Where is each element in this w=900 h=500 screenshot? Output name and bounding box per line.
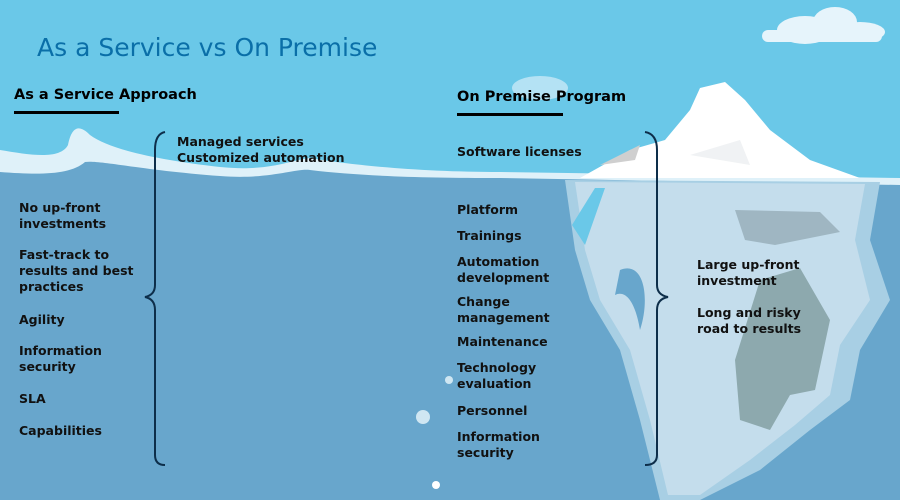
on-premise-heading: On Premise Program xyxy=(457,89,627,105)
drawback-item: Long and risky road to results xyxy=(697,305,802,336)
heading-underline xyxy=(14,111,119,114)
heading-underline xyxy=(457,113,563,116)
page-title: As a Service vs On Premise xyxy=(37,33,378,62)
service-item: Customized automation xyxy=(177,150,345,165)
cost-item: Information security xyxy=(457,429,540,460)
left-brace xyxy=(144,131,166,466)
cloud-icon xyxy=(512,7,885,100)
iceberg-tip xyxy=(580,82,860,178)
cost-item: Trainings xyxy=(457,228,522,243)
benefit-item: Information security xyxy=(19,343,102,374)
benefit-item: Fast-track to results and best practices xyxy=(19,247,134,294)
service-item: Managed services xyxy=(177,134,304,149)
benefit-item: Agility xyxy=(19,312,65,327)
right-brace xyxy=(644,131,669,466)
cost-item: Platform xyxy=(457,202,519,217)
cost-item: Maintenance xyxy=(457,334,548,349)
benefit-item: No up-front investments xyxy=(19,200,107,231)
benefit-item: SLA xyxy=(19,391,46,406)
as-a-service-heading: As a Service Approach xyxy=(14,87,197,103)
cost-item: Change management xyxy=(457,294,550,325)
drawback-item: Large up-front investment xyxy=(697,257,800,288)
cost-item: Automation development xyxy=(457,254,550,285)
benefit-item: Capabilities xyxy=(19,423,102,438)
bubbles xyxy=(416,376,453,489)
cost-item: Personnel xyxy=(457,403,528,418)
cost-item: Technology evaluation xyxy=(457,360,537,391)
cost-item: Software licenses xyxy=(457,144,582,159)
